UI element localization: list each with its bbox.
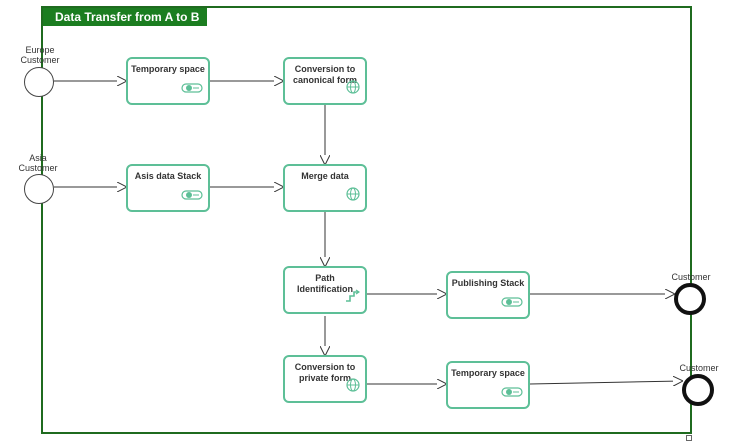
globe-icon xyxy=(346,187,360,206)
start-event-europe[interactable] xyxy=(24,67,54,97)
toggle-icon xyxy=(181,81,203,99)
start-event-label-europe: Europe Customer xyxy=(20,45,60,65)
task-label: Merge data xyxy=(301,171,349,181)
task-label: Publishing Stack xyxy=(451,278,525,288)
globe-icon xyxy=(346,378,360,397)
route-icon xyxy=(344,289,361,308)
task-conversion-canonical[interactable]: Conversion to canonical form xyxy=(283,57,367,105)
task-label: Temporary space xyxy=(131,64,205,74)
task-conversion-private[interactable]: Conversion to private form xyxy=(283,355,367,403)
task-label: Temporary space xyxy=(451,368,525,378)
pool[interactable] xyxy=(41,6,692,434)
toggle-icon xyxy=(181,188,203,206)
task-asis-data-stack[interactable]: Asis data Stack xyxy=(126,164,210,212)
start-event-asia[interactable] xyxy=(24,174,54,204)
task-merge-data[interactable]: Merge data xyxy=(283,164,367,212)
task-path-identification[interactable]: Path Identification xyxy=(283,266,367,314)
end-event-customer-2[interactable] xyxy=(682,374,714,406)
end-event-customer-1[interactable] xyxy=(674,283,706,315)
task-label: Conversion to canonical form xyxy=(292,64,357,85)
flow-temp2-to-customer[interactable] xyxy=(529,381,682,384)
task-label: Path Identification xyxy=(297,273,353,294)
globe-icon xyxy=(346,80,360,99)
task-temporary-space-2[interactable]: Temporary space xyxy=(446,361,530,409)
end-event-label-customer-1: Customer xyxy=(671,272,711,282)
toggle-icon xyxy=(501,385,523,403)
start-event-label-asia: Asia Customer xyxy=(18,153,58,173)
resize-handle[interactable] xyxy=(686,435,692,441)
task-publishing-stack[interactable]: Publishing Stack xyxy=(446,271,530,319)
end-event-label-customer-2: Customer xyxy=(679,363,719,373)
task-temporary-space-1[interactable]: Temporary space xyxy=(126,57,210,105)
task-label: Conversion to private form xyxy=(294,362,356,383)
task-label: Asis data Stack xyxy=(134,171,202,181)
pool-title: Data Transfer from A to B xyxy=(43,8,207,26)
toggle-icon xyxy=(501,295,523,313)
